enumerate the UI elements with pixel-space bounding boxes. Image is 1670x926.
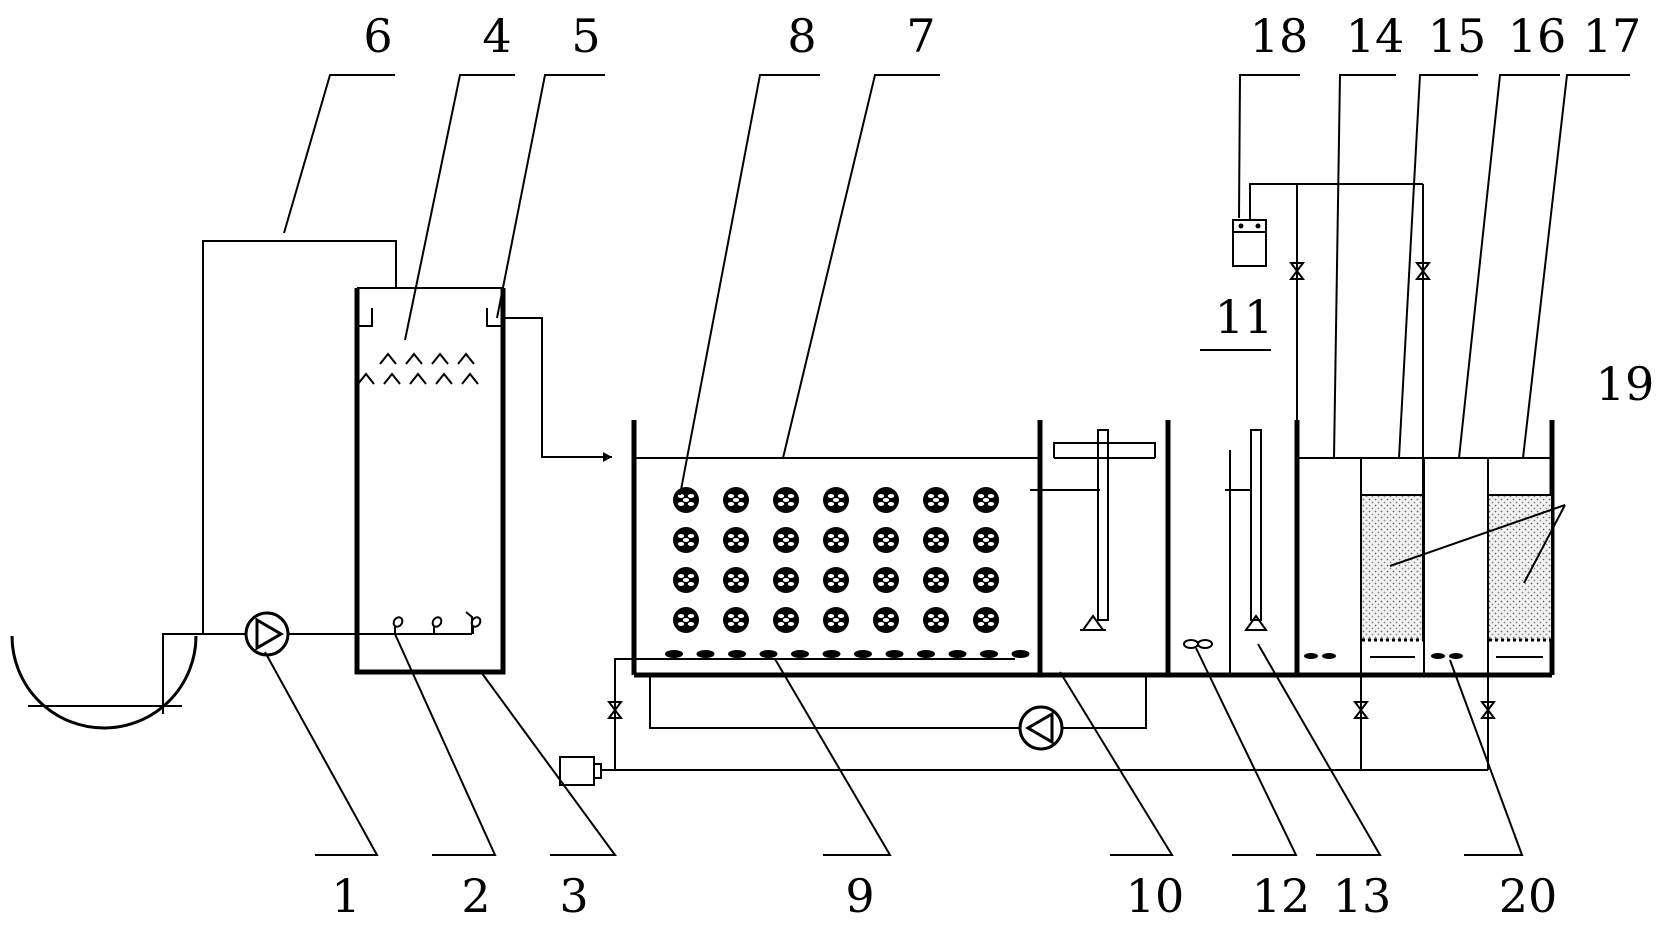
carrier-ball xyxy=(673,487,699,513)
settling-tank xyxy=(1030,429,1156,631)
packing-chevron xyxy=(461,372,479,385)
aeration-diffusers xyxy=(392,616,482,634)
label-18: 18 xyxy=(1250,9,1309,63)
aerator-disc xyxy=(791,650,809,658)
diffuser-nozzle xyxy=(392,616,404,634)
aerator-disc xyxy=(665,650,683,658)
carrier-ball xyxy=(773,567,799,593)
packing-chevron xyxy=(457,352,475,365)
air-blower xyxy=(559,658,1496,786)
carrier-ball xyxy=(823,567,849,593)
pretreatment-column xyxy=(354,287,612,675)
label-5: 5 xyxy=(571,9,600,63)
carrier-ball xyxy=(923,607,949,633)
aerator-disc xyxy=(1011,650,1030,658)
diffuser-nozzle xyxy=(431,616,443,634)
carrier-ball xyxy=(723,607,749,633)
filter-aerators xyxy=(1304,653,1463,659)
biofilm-reactor-tank xyxy=(631,420,1555,678)
packing-chevron xyxy=(379,352,397,365)
packing-chevron xyxy=(357,372,375,385)
carrier-ball xyxy=(723,487,749,513)
carrier-ball xyxy=(673,567,699,593)
label-16: 16 xyxy=(1508,9,1567,63)
packing-chevron xyxy=(435,372,453,385)
carrier-ball xyxy=(823,487,849,513)
carrier-ball xyxy=(923,567,949,593)
label-19: 19 xyxy=(1596,357,1655,411)
packing-chevron xyxy=(431,352,449,365)
label-13: 13 xyxy=(1333,869,1392,923)
label-3: 3 xyxy=(559,869,588,923)
filter-columns xyxy=(1297,457,1552,675)
suspended-carriers xyxy=(673,487,999,633)
carrier-ball xyxy=(973,607,999,633)
carrier-ball xyxy=(873,607,899,633)
aerator-disc xyxy=(759,650,778,658)
aerator-disc xyxy=(917,650,935,658)
label-11: 11 xyxy=(1215,290,1274,344)
label-12: 12 xyxy=(1252,869,1311,923)
reaction-chamber xyxy=(1183,429,1268,675)
water-source-basin xyxy=(10,635,198,730)
label-6: 6 xyxy=(363,9,392,63)
recycle-pump xyxy=(649,675,1147,751)
carrier-ball xyxy=(923,527,949,553)
aerator-disc xyxy=(696,650,715,658)
aerator-disc xyxy=(885,650,904,658)
carrier-ball xyxy=(873,487,899,513)
diffuser-nozzle xyxy=(470,616,482,634)
label-15: 15 xyxy=(1428,9,1487,63)
label-8: 8 xyxy=(787,9,816,63)
aerator-disc xyxy=(854,650,872,658)
label-10: 10 xyxy=(1126,869,1185,923)
carrier-ball xyxy=(723,527,749,553)
label-14: 14 xyxy=(1346,9,1405,63)
carrier-ball xyxy=(673,527,699,553)
label-4: 4 xyxy=(482,9,511,63)
label-1: 1 xyxy=(331,869,360,923)
aerator-disc xyxy=(948,650,967,658)
carrier-ball xyxy=(973,567,999,593)
carrier-ball xyxy=(973,527,999,553)
dosing-pump-18 xyxy=(1232,183,1431,640)
packing-chevron xyxy=(405,352,423,365)
leader-lines xyxy=(264,74,1630,856)
packing-layer xyxy=(357,352,479,385)
label-9: 9 xyxy=(845,869,874,923)
label-2: 2 xyxy=(461,869,490,923)
feed-pipeline xyxy=(162,611,473,714)
packing-chevron xyxy=(409,372,427,385)
gas-return-pipe xyxy=(202,240,397,634)
carrier-ball xyxy=(873,527,899,553)
carrier-ball xyxy=(723,567,749,593)
aerator-disc xyxy=(822,650,841,658)
carrier-ball xyxy=(923,487,949,513)
aerator-disc xyxy=(980,650,998,658)
carrier-ball xyxy=(773,527,799,553)
carrier-ball xyxy=(773,607,799,633)
inlet-pump-1 xyxy=(244,611,290,657)
carrier-ball xyxy=(673,607,699,633)
aerator-disc xyxy=(728,650,746,658)
stirrer xyxy=(1183,639,1213,649)
carrier-ball xyxy=(873,567,899,593)
label-20: 20 xyxy=(1499,869,1558,923)
carrier-ball xyxy=(823,607,849,633)
carrier-ball xyxy=(973,487,999,513)
carrier-ball xyxy=(773,487,799,513)
carrier-ball xyxy=(823,527,849,553)
number-labels: 6 4 5 8 7 18 14 15 16 17 11 19 1 2 3 9 1… xyxy=(331,9,1654,923)
packing-chevron xyxy=(383,372,401,385)
label-17: 17 xyxy=(1583,9,1642,63)
bottom-aerators xyxy=(665,650,1030,658)
label-7: 7 xyxy=(906,9,935,63)
